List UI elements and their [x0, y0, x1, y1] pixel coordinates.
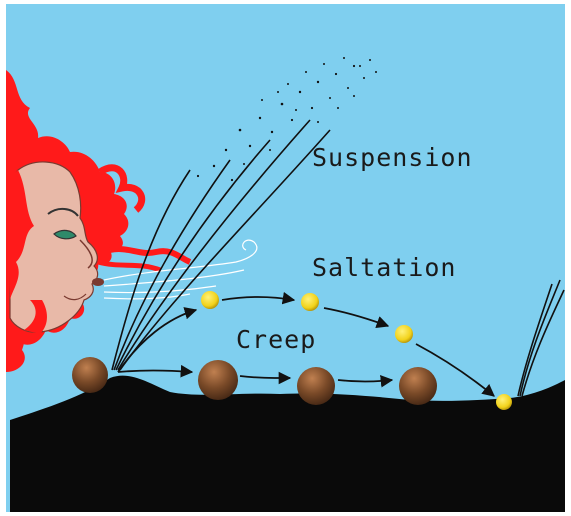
label-creep: Creep [236, 325, 316, 354]
saltation-particle [201, 291, 219, 309]
creep-particle [198, 360, 238, 400]
saltation-particle [496, 394, 512, 410]
creep-particle [399, 367, 437, 405]
label-saltation: Saltation [312, 253, 456, 282]
creep-particle [72, 357, 108, 393]
saltation-particle [301, 293, 319, 311]
saltation-particle [395, 325, 413, 343]
creep-particle [297, 367, 335, 405]
label-suspension: Suspension [312, 143, 473, 172]
